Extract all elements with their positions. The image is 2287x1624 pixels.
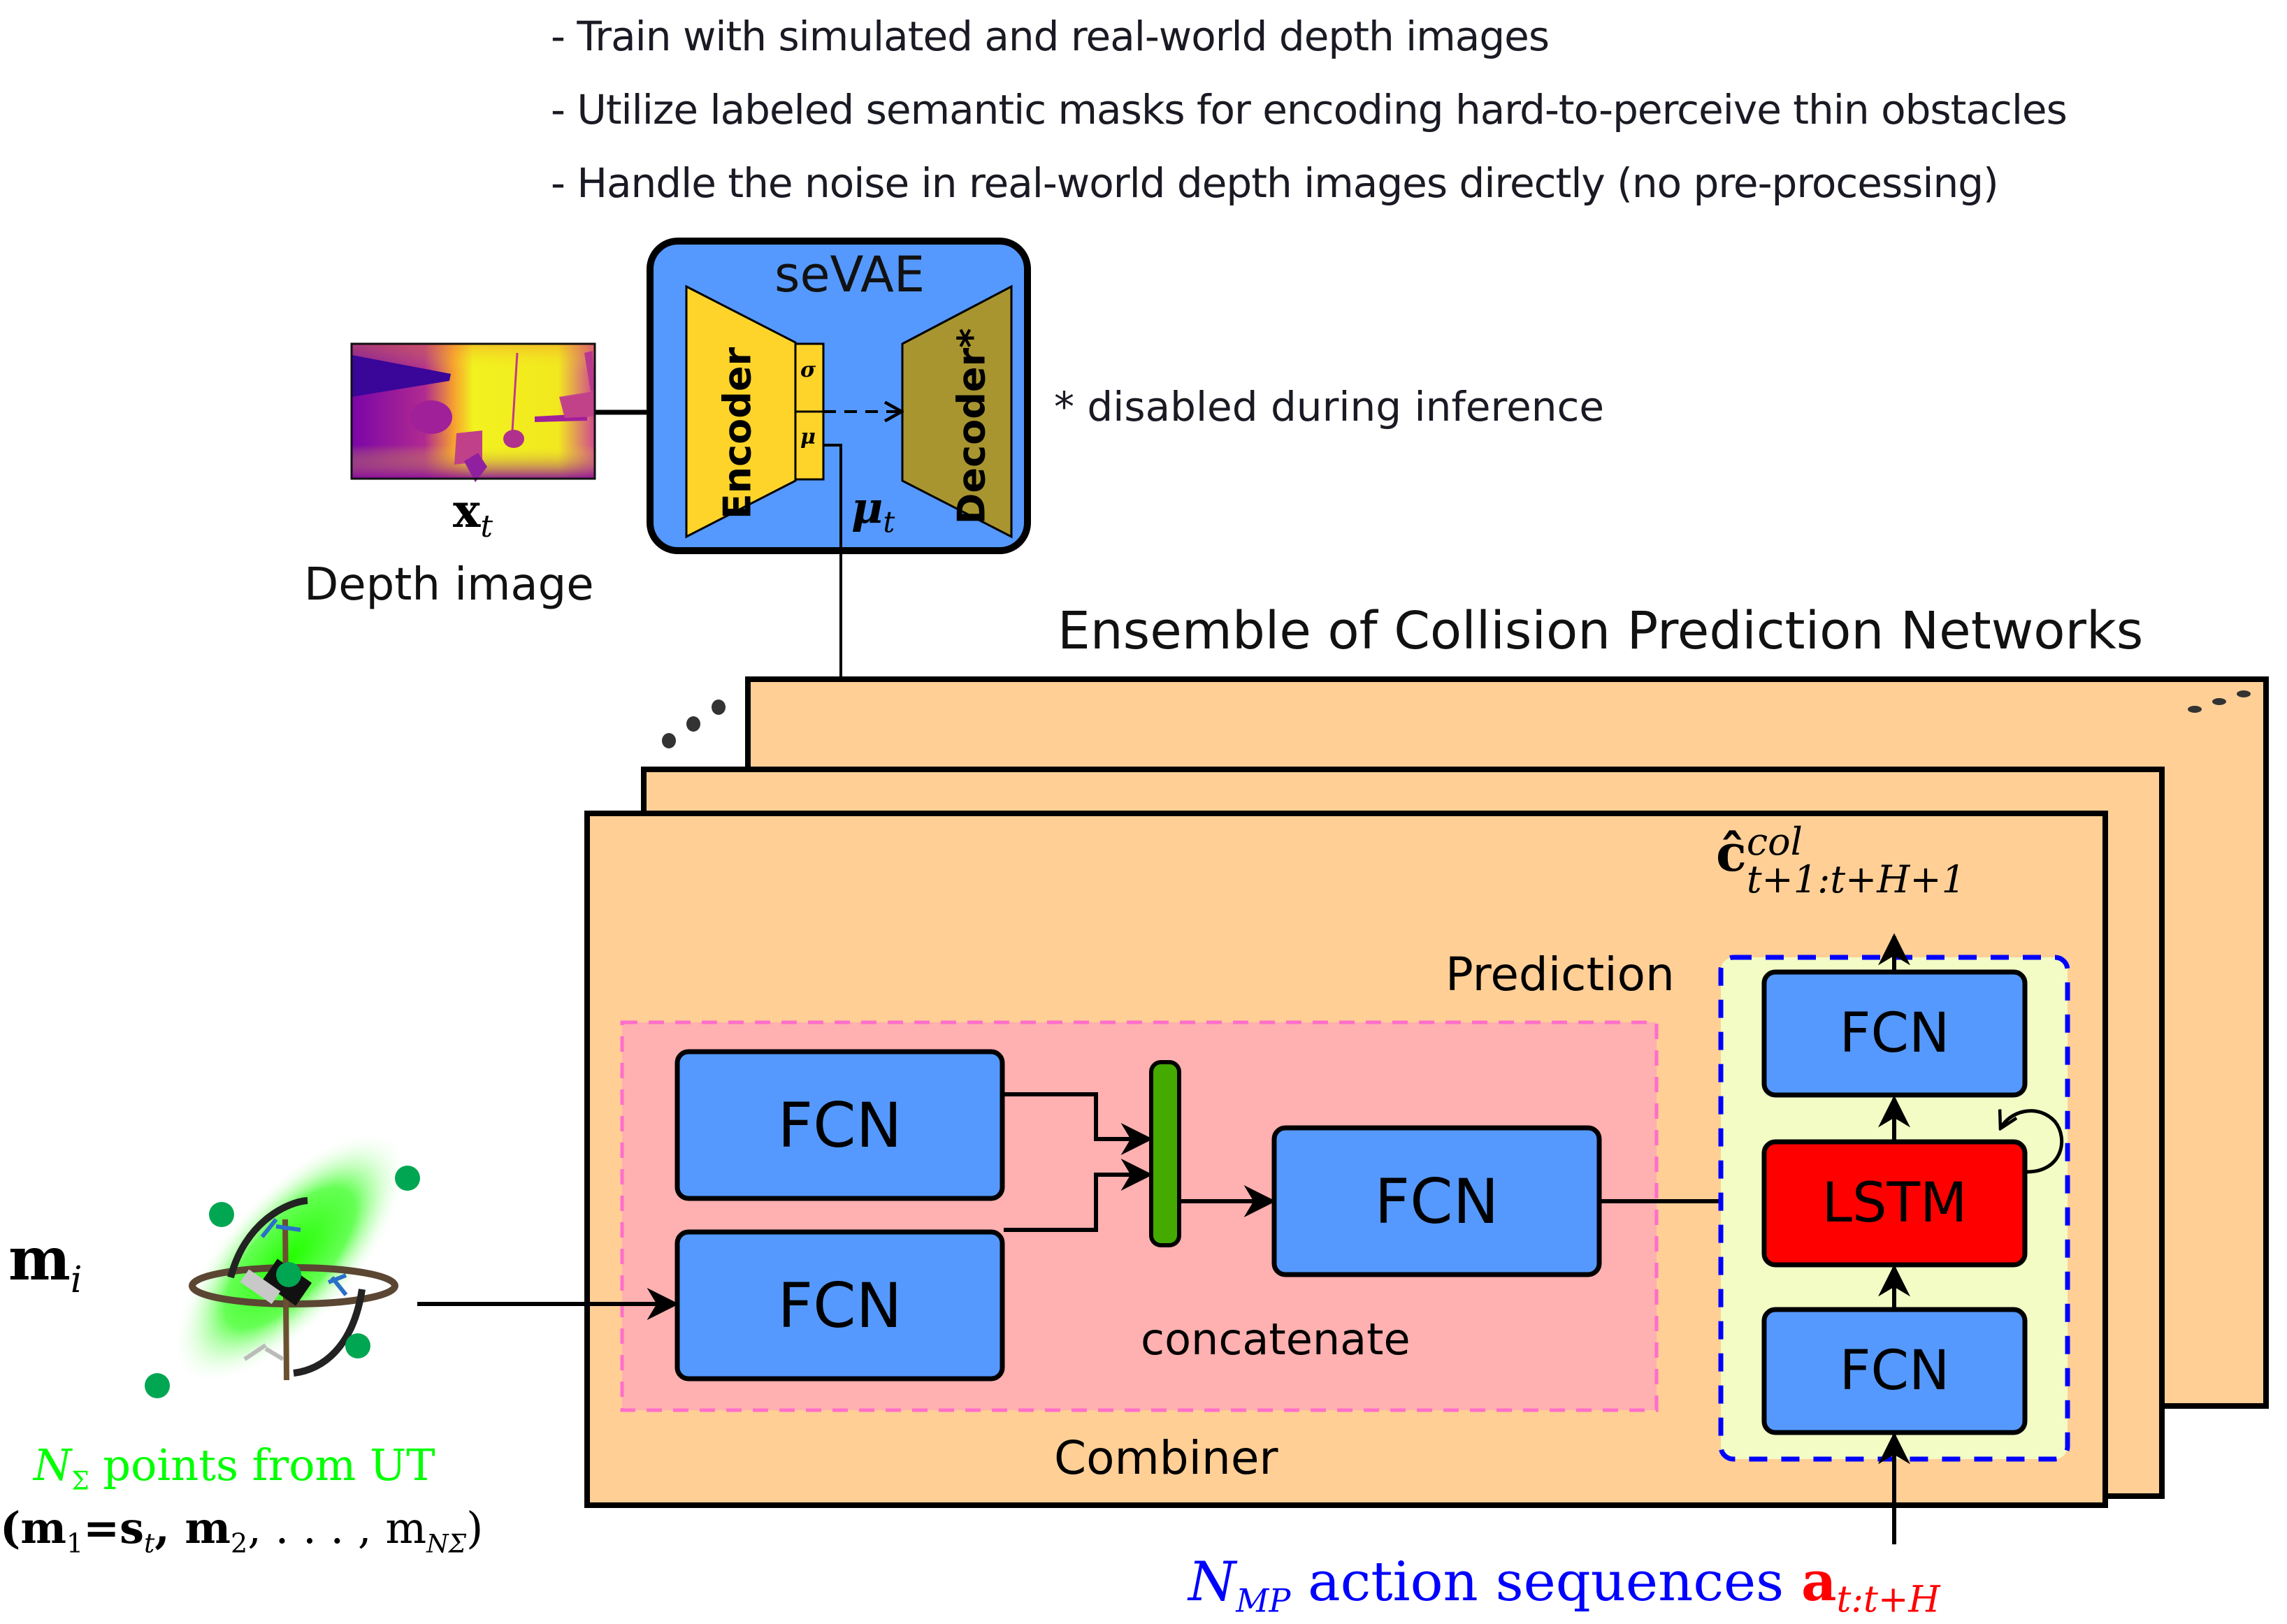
sigma-point [209,1202,234,1227]
sigma-point [276,1262,301,1287]
m-subscript: i [70,1259,82,1301]
sigma-point [145,1373,170,1398]
combiner-fcn-bottom-label: FCN [777,1269,902,1342]
bullet-item: - Utilize labeled semantic masks for enc… [551,86,2068,133]
prediction-label: Prediction [1445,948,1675,1001]
fcn-top-to-concat-arrow [1004,1092,1153,1155]
combiner-label: Combiner [1054,1431,1278,1485]
lstm-recurrence-arrow [2000,1109,2064,1174]
combiner-fcn-top-label: FCN [777,1089,902,1161]
nmp-subscript: MP [1236,1581,1291,1620]
fcn-bottom-to-concat-arrow [1004,1159,1153,1232]
ellipsis-icon-left [662,699,726,748]
set-part: , . . . , m [247,1502,427,1553]
nmp-symbol: N [1188,1551,1236,1614]
mu-t-label: μt [851,482,895,539]
combiner-fcn-top [674,1049,1005,1201]
feature-bullets: - Train with simulated and real-world de… [551,0,2068,220]
prediction-fcn-bottom-label: FCN [1839,1340,1950,1402]
sigma-point [345,1333,370,1358]
sevae-title: seVAE [774,246,925,303]
depth-image-caption: Depth image [304,559,594,611]
decoder-label-wrap: Decoder* [937,328,1007,525]
set-part: 2 [231,1528,248,1559]
ensemble-title: Ensemble of Collision Prediction Network… [1058,601,2144,661]
sigma-points [145,1166,420,1398]
bullet-item: - Train with simulated and real-world de… [551,13,1550,60]
encoder-label: Encoder [715,347,760,520]
action-text: action sequences [1290,1551,1801,1614]
mu-label: μ [800,425,816,449]
decoder-block [901,284,1013,539]
c-hat-symbol: ĉ [1716,823,1747,883]
sigma-cell [794,342,825,413]
set-part: =s [83,1502,144,1553]
m-symbol: m [8,1224,71,1293]
sigma-point-set: (m1=st, m2, . . . , mNΣ) [0,1502,483,1558]
a-symbol: a [1801,1550,1837,1614]
combiner-fcn-merge-label: FCN [1374,1165,1499,1238]
depth-image [350,342,596,482]
depth-symbol: xt [453,484,493,544]
encoder-block [685,284,797,539]
concatenate-bar [1149,1060,1181,1247]
x-subscript: t [480,509,493,545]
concatenate-label: concatenate [1141,1314,1411,1365]
collision-output-label: ĉ col t+1:t+H+1 [1716,823,1965,899]
ut-n-symbol: N [34,1440,72,1491]
set-part: (m [0,1502,66,1553]
sigma-label: σ [800,358,816,382]
a-subscript: t:t+H [1836,1579,1940,1621]
set-part: t [143,1528,155,1559]
encoder-label-wrap: Encoder [702,347,772,519]
robot-uncertainty-ellipse [171,1130,409,1386]
set-part: NΣ [426,1530,467,1559]
lstm-label: LSTM [1821,1172,1968,1235]
sigma-point [395,1166,420,1191]
ut-points-label: NΣ points from UT [34,1440,435,1495]
x-symbol: x [453,484,481,538]
mi-label: mi [8,1224,82,1301]
decoder-footnote: * disabled during inference [1054,383,1605,430]
mu-symbol: μ [851,482,883,533]
set-part: ) [466,1502,484,1553]
set-part: 1 [66,1528,84,1559]
drone-icon [189,1197,398,1381]
set-part: , m [154,1502,231,1553]
ut-n-subscript: Σ [71,1467,89,1496]
decoder-label: Decoder* [949,328,994,525]
action-sequences-label: NMP action sequences at:t+H [1188,1550,1940,1621]
prediction-fcn-top-label: FCN [1839,1002,1950,1065]
c-superscript: col [1746,820,1803,864]
mu-subscript: t [883,505,895,539]
c-subscript: t+1:t+H+1 [1746,857,1965,901]
ellipsis-icon-right [2188,690,2251,713]
ut-text: points from UT [89,1440,435,1491]
bullet-item: - Handle the noise in real-world depth i… [551,159,1999,207]
